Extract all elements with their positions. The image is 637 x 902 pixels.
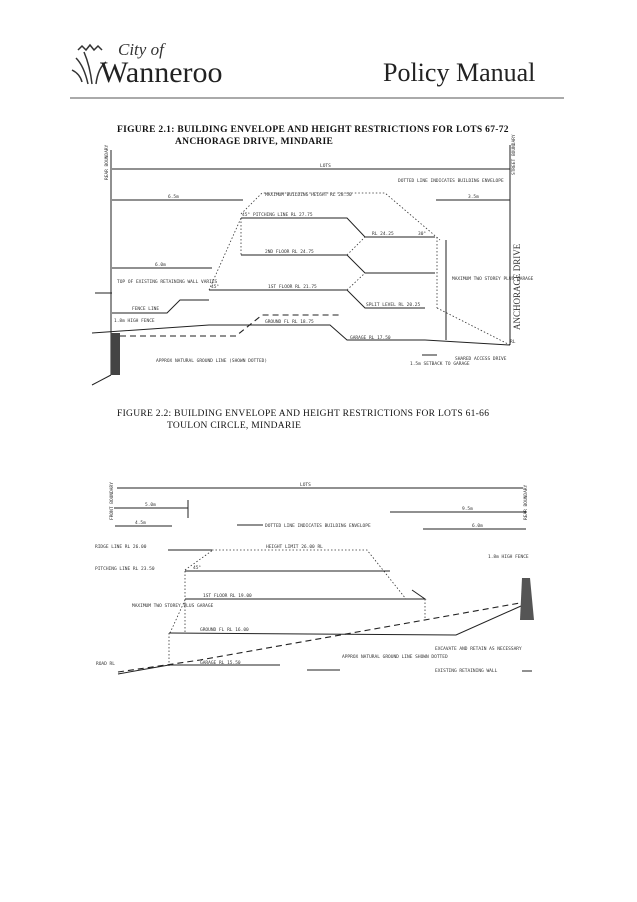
figure2-caption: FIGURE 2.2: BUILDING ENVELOPE AND HEIGHT… [117, 408, 489, 432]
figure2-labels: FRONT BOUNDARY REAR BOUNDARY LOTS 5.0m 4… [95, 482, 529, 674]
fig2-fence: 1.8m HIGH FENCE [488, 554, 529, 560]
fig1-rl-2425: RL 24.25 [372, 231, 394, 237]
figure1-labels: REAR BOUNDARY STREET BOUNDARY LOTS 6.5m … [104, 134, 534, 367]
fig1-garage-setback: 1.5m SETBACK TO GARAGE [410, 361, 470, 367]
fig2-garage: GARAGE RL 15.50 [200, 660, 241, 666]
fig1-garage: GARAGE RL 17.50 [350, 335, 391, 341]
fig1-pitching: PITCHING LINE RL 27.75 [253, 212, 313, 218]
fig2-pitching: PITCHING LINE RL 23.50 [95, 566, 155, 572]
fig2-max-storey: MAXIMUM TWO STOREY PLUS GARAGE [132, 603, 214, 609]
fig1-retaining: TOP OF EXISTING RETAINING WALL VARIES [117, 279, 218, 285]
fig1-rear-boundary: REAR BOUNDARY [104, 144, 110, 180]
fig1-road: ANCHORAGE DRIVE [512, 243, 522, 330]
fig1-first-floor: 1ST FLOOR RL 21.75 [268, 284, 317, 290]
fig1-setback-rear2: 6.0m [155, 262, 166, 268]
logo-city-text: City of [118, 40, 164, 59]
fig1-rl: RL [510, 339, 516, 345]
fig2-rear1: 9.5m [462, 506, 473, 512]
fig2-rear-boundary: REAR BOUNDARY [523, 484, 529, 520]
fig1-dotted-note: DOTTED LINE INDICATES BUILDING ENVELOPE [398, 178, 504, 184]
fig1-lot-depth: LOTS [320, 163, 331, 169]
fig2-front-boundary: FRONT BOUNDARY [109, 482, 115, 520]
fig1-ground: GROUND FL RL 18.75 [265, 319, 314, 325]
fig1-max-height: MAXIMUM BUILDING HEIGHT RL 28.50 [265, 192, 352, 198]
figure1-caption: FIGURE 2.1: BUILDING ENVELOPE AND HEIGHT… [117, 124, 509, 148]
fig2-dotted-note: DOTTED LINE INDICATES BUILDING ENVELOPE [265, 523, 371, 529]
fig2-first-floor: 1ST FLOOR RL 19.00 [203, 593, 252, 599]
fig1-fence: 1.8m HIGH FENCE [114, 318, 155, 324]
fig1-angle3: 45° [211, 284, 219, 290]
header-divider [70, 97, 564, 99]
fig2-front1: 5.0m [145, 502, 156, 508]
fig1-shared: SHARED ACCESS DRIVE [455, 356, 507, 362]
fig2-lot-depth: LOTS [300, 482, 311, 488]
fig2-natural: APPROX NATURAL GROUND LINE SHOWN DOTTED [342, 654, 448, 660]
figure1-caption-line1: FIGURE 2.1: BUILDING ENVELOPE AND HEIGHT… [117, 125, 509, 135]
page-title: Policy Manual [383, 58, 536, 87]
fig2-road: ROAD RL [96, 661, 115, 667]
fig1-street-boundary: STREET BOUNDARY [511, 134, 517, 175]
logo-name-text: Wanneroo [100, 56, 223, 89]
fig2-excavate: EXCAVATE AND RETAIN AS NECESSARY [435, 646, 522, 652]
fig2-ground: GROUND FL RL 16.00 [200, 627, 249, 633]
figure1-caption-line2: ANCHORAGE DRIVE, MINDARIE [175, 137, 334, 147]
fig2-front2: 4.5m [135, 520, 146, 526]
fig1-natural: APPROX NATURAL GROUND LINE (SHOWN DOTTED… [156, 358, 267, 364]
fig1-setback-rear: 6.5m [168, 194, 179, 200]
logo-grass-icon [71, 43, 107, 85]
figure2-caption-line2: TOULON CIRCLE, MINDARIE [167, 421, 302, 431]
fig1-second-floor: 2ND FLOOR RL 24.75 [265, 249, 314, 255]
figure1-drawing [91, 145, 511, 386]
fig1-max-storey: MAXIMUM TWO STOREY PLUS GARAGE [452, 276, 534, 282]
fig1-setback-front: 3.5m [468, 194, 479, 200]
fig2-ridge: RIDGE LINE RL 26.00 [95, 544, 147, 550]
fig2-rear2: 6.0m [472, 523, 483, 529]
fig1-fence-line: FENCE LINE [132, 306, 159, 312]
fig2-angle: 45° [193, 565, 201, 571]
fig2-height-limit: HEIGHT LIMIT 26.00 RL [266, 544, 323, 550]
fig2-existing-wall: EXISTING RETAINING WALL [435, 668, 498, 674]
figure2-drawing [114, 487, 534, 675]
fig1-angle2: 30° [418, 231, 426, 237]
fig1-split-level: SPLIT LEVEL RL 20.25 [366, 302, 420, 308]
fig1-angle1: 45° [242, 212, 250, 218]
figure2-caption-line1: FIGURE 2.2: BUILDING ENVELOPE AND HEIGHT… [117, 409, 490, 419]
